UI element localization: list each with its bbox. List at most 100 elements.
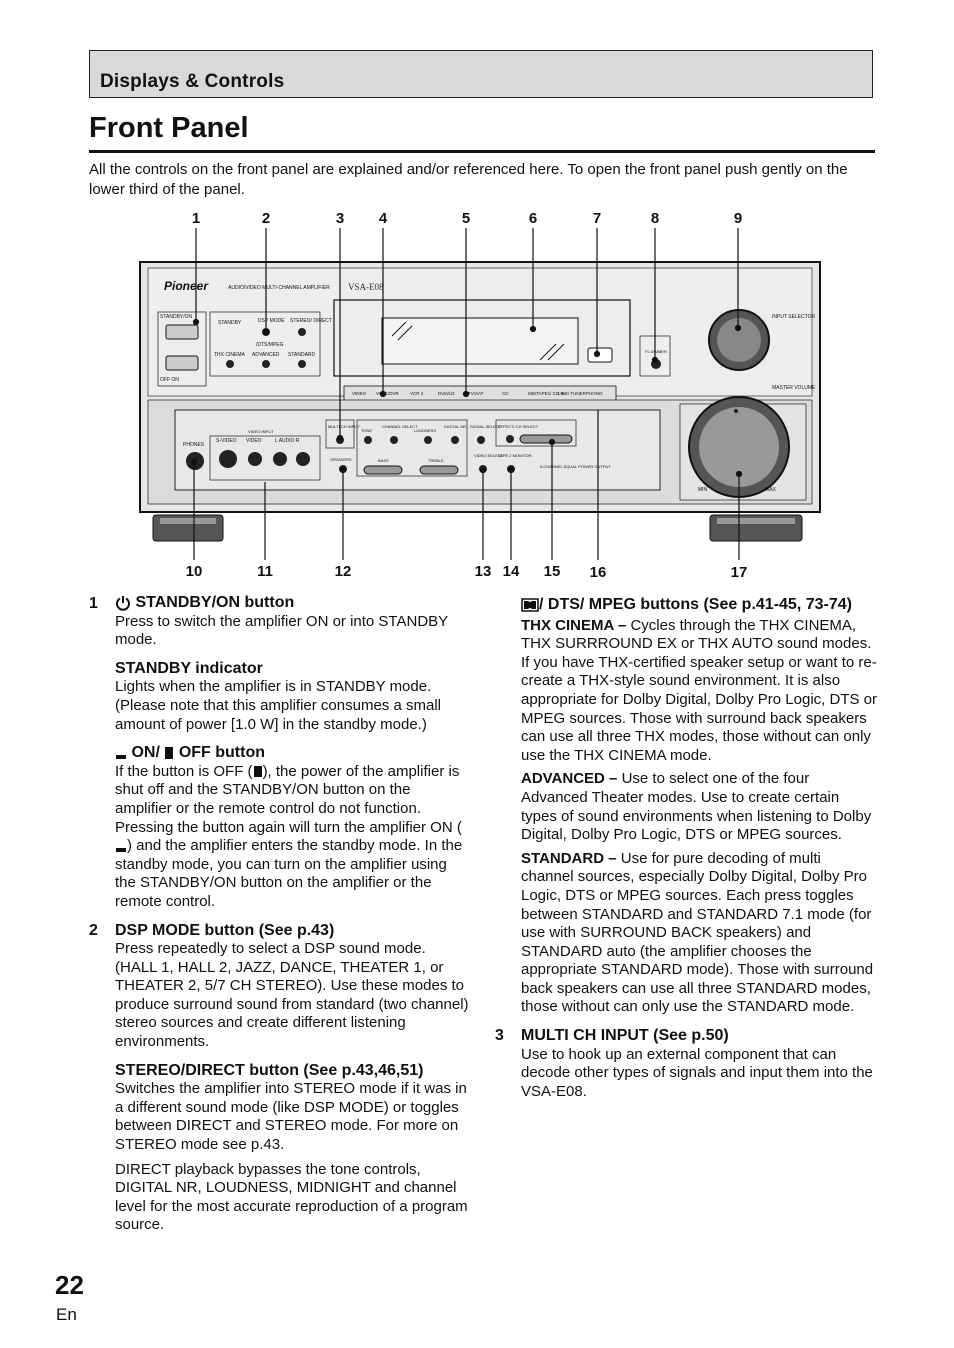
callout-14: 14 — [502, 563, 520, 580]
audio-left-jack[interactable] — [273, 452, 287, 466]
on-off-body-part-3: ) and the amplifier enters the standby m… — [115, 837, 463, 910]
stereo-direct-label: STEREO/ DIRECT — [290, 318, 332, 324]
thx-dts-mpeg-heading: / DTS/ MPEG buttons (See p.41-45, 73-74) — [521, 596, 877, 615]
standard-lead: STANDARD – — [521, 849, 617, 867]
title-rule — [89, 150, 875, 153]
item-thx-dts-mpeg: / DTS/ MPEG buttons (See p.41-45, 73-74)… — [495, 596, 877, 1017]
dsp-mode-label: DSP MODE — [258, 318, 285, 324]
multi-ch-input-heading: MULTI CH INPUT (See p.50) — [521, 1027, 729, 1045]
stereo-direct-button[interactable] — [298, 328, 306, 336]
callout-6: 6 — [528, 210, 538, 227]
input-label: LINE/ TUNER — [558, 391, 587, 396]
on-position-icon — [116, 847, 126, 852]
callout-15: 15 — [543, 563, 561, 580]
master-volume-knob[interactable] — [699, 407, 779, 487]
model-label: VSA-E08 — [348, 282, 384, 292]
left-column: 1 STANDBY/ON button Press to switch the … — [89, 592, 469, 1235]
item-heading: STANDBY/ON button — [115, 594, 469, 613]
volume-min-label: MIN — [698, 487, 708, 493]
digital-nr-label: DIGITAL NR — [444, 424, 466, 429]
on-off-button[interactable] — [165, 355, 199, 371]
on-off-body-part-1: If the button is OFF ( — [115, 762, 253, 780]
fl-dimmer-label: FL DIMMER — [645, 349, 667, 354]
standby-on-label: STANDBY/ON — [160, 314, 193, 320]
thx-dts-mpeg-label: /DTS/MPEG — [256, 342, 284, 348]
standby-on-button[interactable] — [165, 324, 199, 340]
callout-10: 10 — [185, 563, 203, 580]
input-label: CD — [502, 391, 509, 396]
callout-3: 3 — [335, 210, 345, 227]
speakers-label: SPEAKERS — [330, 457, 352, 462]
advanced-text: Use to select one of the four Advanced T… — [521, 770, 872, 844]
callout-9: 9 — [733, 210, 743, 227]
intro-text: All the controls on the front panel are … — [89, 161, 848, 198]
loudness-button[interactable] — [424, 436, 432, 444]
input-label: VCR 2 — [410, 391, 424, 396]
dsp-mode-heading: DSP MODE button (See p.43) — [115, 921, 335, 939]
tape2-monitor-label: TAPE 2 MONITOR — [498, 453, 532, 458]
input-selector-knob[interactable] — [717, 318, 761, 362]
callout-8: 8 — [650, 210, 660, 227]
page-language: En — [56, 1305, 77, 1324]
standard-button[interactable] — [298, 360, 306, 368]
standby-on-heading: STANDBY/ON button — [135, 594, 295, 611]
loudness-label: LOUDNESS — [414, 428, 436, 433]
effect-ch-select-button[interactable] — [506, 435, 514, 443]
item-number: 3 — [495, 1027, 504, 1045]
channel-select-button[interactable] — [390, 436, 398, 444]
on-off-body: If the button is OFF (), the power of th… — [115, 763, 469, 912]
advanced-button[interactable] — [262, 360, 270, 368]
callout-13: 13 — [474, 563, 492, 580]
advanced-label: ADVANCED — [252, 352, 280, 358]
callout-12: 12 — [334, 563, 352, 580]
standby-indicator-heading: STANDBY indicator — [115, 659, 263, 677]
effect-ch-select-label: EFFECT/ CH SELECT — [498, 424, 539, 429]
direct-playback-body: DIRECT playback bypasses the tone contro… — [115, 1160, 468, 1234]
audio-right-jack[interactable] — [296, 452, 310, 466]
video-jack[interactable] — [248, 452, 262, 466]
video-input-label: VIDEO INPUT — [248, 429, 274, 434]
signal-select-label: SIGNAL SELECT — [470, 424, 502, 429]
callout-17: 17 — [730, 564, 748, 581]
treble-rocker[interactable] — [419, 465, 459, 475]
channel-select-label: CHANNEL SELECT — [382, 424, 418, 429]
video-select-label: VIDEO SELECT — [474, 453, 504, 458]
off-position-icon — [253, 766, 262, 778]
product-line-label: AUDIO/VIDEO MULTI-CHANNEL AMPLIFIER — [228, 285, 330, 291]
on-position-icon — [116, 754, 126, 759]
off-on-label: OFF ON — [160, 377, 179, 383]
svideo-jack[interactable] — [219, 450, 237, 468]
digital-nr-button[interactable] — [451, 436, 459, 444]
callout-2: 2 — [261, 210, 271, 227]
standard-label: STANDARD — [288, 352, 316, 358]
signal-select-button[interactable] — [477, 436, 485, 444]
item-dsp-mode: 2 DSP MODE button (See p.43) Press repea… — [89, 922, 469, 1236]
callout-1: 1 — [191, 210, 201, 227]
on-label: ON/ — [131, 744, 160, 762]
callout-7: 7 — [592, 210, 602, 227]
effect-level-rocker[interactable] — [519, 434, 573, 444]
input-label: TV/SAT — [468, 391, 484, 396]
standard-paragraph: STANDARD – Use for pure decoding of mult… — [521, 850, 877, 1017]
multi-ch-input-label: MULTI CH INPUT — [328, 424, 360, 429]
five-channel-label: 5-CHANNEL EQUAL POWER OUTPUT — [540, 464, 611, 469]
standby-indicator-body: Lights when the amplifier is in STANDBY … — [115, 678, 441, 733]
brand-logo: Pioneer — [164, 279, 209, 293]
input-label: MD/TAPE1/ CD-R — [528, 391, 565, 396]
tone-button[interactable] — [364, 436, 372, 444]
off-label: OFF button — [178, 744, 265, 762]
callout-5: 5 — [461, 210, 471, 227]
treble-label: TREBLE — [428, 458, 444, 463]
bass-rocker[interactable] — [363, 465, 403, 475]
item-number: 2 — [89, 921, 98, 939]
thx-cinema-button[interactable] — [226, 360, 234, 368]
advanced-paragraph: ADVANCED – Use to select one of the four… — [521, 770, 877, 844]
page-number: 22 — [55, 1270, 84, 1300]
standby-on-body: Press to switch the amplifier ON or into… — [115, 612, 448, 649]
right-column: / DTS/ MPEG buttons (See p.41-45, 73-74)… — [495, 596, 877, 1101]
standard-text: Use for pure decoding of multi channel s… — [521, 849, 874, 1016]
thx-cinema-label: THX CINEMA — [214, 352, 246, 358]
stereo-direct-body: Switches the amplifier into STEREO mode … — [115, 1080, 467, 1154]
on-off-heading: ON/ OFF button — [115, 744, 469, 763]
input-label: VCR1/DVR — [376, 391, 400, 396]
